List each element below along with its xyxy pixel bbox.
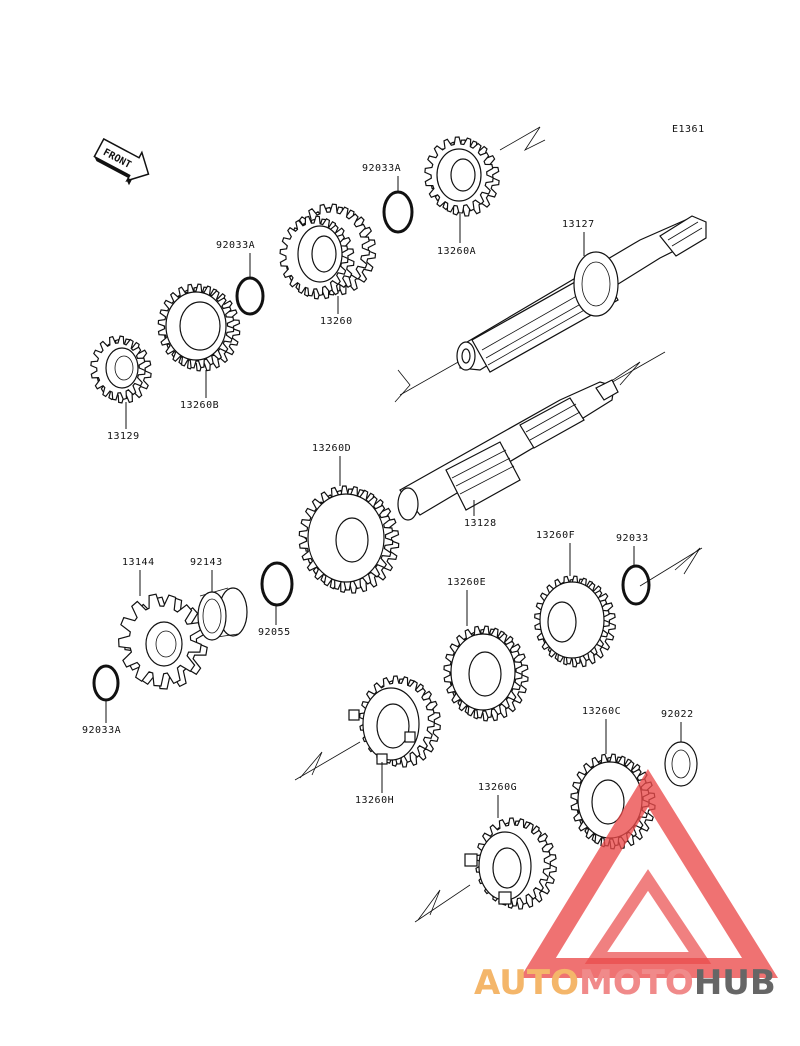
part-label-13260g: 13260G <box>478 782 517 793</box>
part-label-13260: 13260 <box>320 316 353 327</box>
part-label-13144: 13144 <box>122 557 155 568</box>
oring-92055 <box>260 561 294 607</box>
gear-13260B <box>157 283 241 372</box>
gear-13260F <box>534 575 616 668</box>
collar-92143 <box>197 587 248 641</box>
gear-13129 <box>90 335 152 404</box>
watermark-text: AUTOMOTOHUB <box>474 963 776 1003</box>
diagram-code: E1361 <box>672 124 705 135</box>
part-label-92055: 92055 <box>258 627 291 638</box>
shaft-13127 <box>456 215 707 373</box>
gear-13260 <box>279 203 377 300</box>
part-label-13260a: 13260A <box>437 246 476 257</box>
gear-13260H <box>348 675 441 768</box>
part-label-92033a_top: 92033A <box>362 163 401 174</box>
part-label-13260c: 13260C <box>582 706 621 717</box>
right-axis-lines <box>294 547 703 923</box>
shaft-13128 <box>397 379 619 521</box>
part-label-13260e: 13260E <box>447 577 486 588</box>
ring-92033A-top <box>382 190 414 234</box>
part-label-92033a_mid: 92033A <box>216 240 255 251</box>
gear-13260A <box>424 136 500 217</box>
part-label-92033a_bot: 92033A <box>82 725 121 736</box>
part-label-13127: 13127 <box>562 219 595 230</box>
watermark-logo-icon <box>520 768 778 978</box>
front-arrow-icon: FRONT <box>93 137 150 186</box>
part-label-92143: 92143 <box>190 557 223 568</box>
part-label-13260f: 13260F <box>536 530 575 541</box>
ring-92033 <box>621 564 651 606</box>
gear-13260E <box>443 625 529 722</box>
sprocket-13144 <box>117 593 208 690</box>
part-label-13260d: 13260D <box>312 443 351 454</box>
part-label-13128: 13128 <box>464 518 497 529</box>
part-label-92033: 92033 <box>616 533 649 544</box>
gear-13260G <box>464 817 557 910</box>
washer-92022 <box>664 741 698 787</box>
gear-13260D <box>298 485 400 594</box>
part-label-13129: 13129 <box>107 431 140 442</box>
ring-92033A-bottom <box>92 664 120 702</box>
part-label-92022: 92022 <box>661 709 694 720</box>
ring-92033A-mid <box>235 276 265 316</box>
part-label-13260b: 13260B <box>180 400 219 411</box>
part-label-13260h: 13260H <box>355 795 394 806</box>
